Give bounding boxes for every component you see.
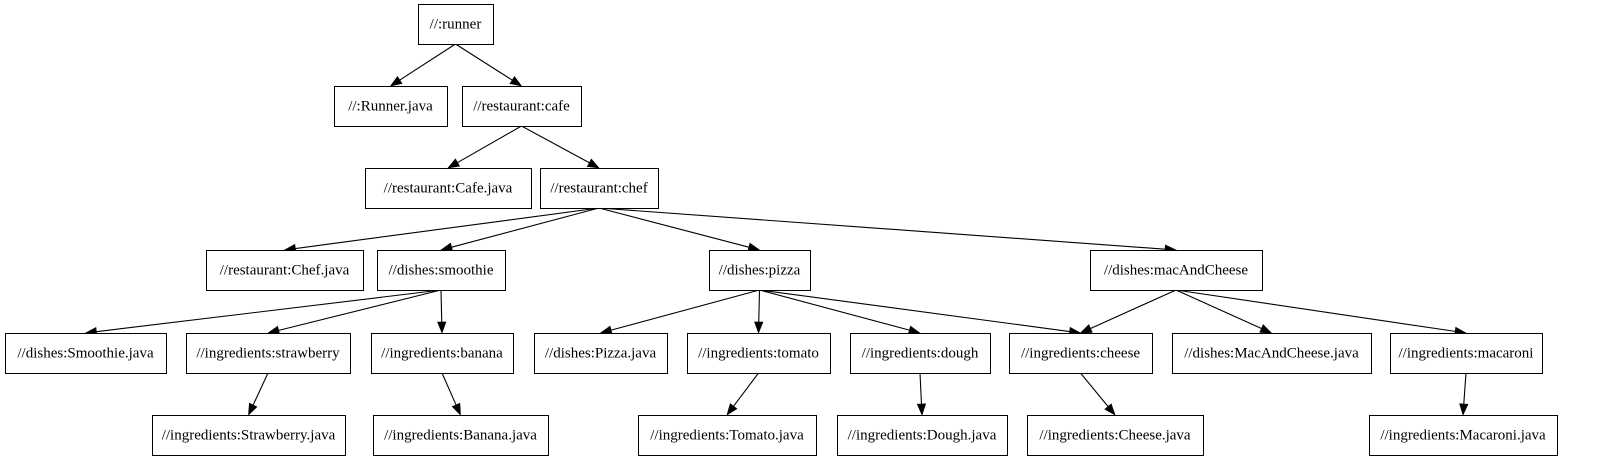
graph-node-ing_banana[interactable]: //ingredients:banana xyxy=(371,333,514,374)
graph-edge xyxy=(1175,289,1467,336)
graph-edge xyxy=(447,125,522,169)
graph-node-pizza_java[interactable]: //dishes:Pizza.java xyxy=(534,333,668,374)
graph-node-dishes_mac[interactable]: //dishes:macAndCheese xyxy=(1090,250,1263,291)
node-box[interactable] xyxy=(334,86,448,127)
graph-edge xyxy=(759,289,1082,337)
node-box[interactable] xyxy=(1027,415,1204,456)
graph-node-chef_java[interactable]: //restaurant:Chef.java xyxy=(206,250,364,291)
graph-edge xyxy=(389,43,456,87)
graph-node-runner[interactable]: //:runner xyxy=(418,4,494,45)
graph-edge xyxy=(754,289,764,334)
node-box[interactable] xyxy=(152,415,346,456)
node-box[interactable] xyxy=(1009,333,1153,374)
node-label: //ingredients:tomato xyxy=(698,345,819,361)
node-box[interactable] xyxy=(462,86,582,127)
node-box[interactable] xyxy=(5,333,167,374)
graph-edge xyxy=(1175,289,1273,334)
node-box[interactable] xyxy=(418,4,494,45)
node-label: //ingredients:strawberry xyxy=(196,345,340,361)
graph-node-runner_java[interactable]: //:Runner.java xyxy=(334,86,448,127)
graph-node-restaurant_chef[interactable]: //restaurant:chef xyxy=(540,168,659,209)
node-box[interactable] xyxy=(1390,333,1543,374)
node-label: //ingredients:Macaroni.java xyxy=(1380,427,1546,443)
graph-node-cheese_java[interactable]: //ingredients:Cheese.java xyxy=(1027,415,1204,456)
node-box[interactable] xyxy=(534,333,668,374)
graph-node-ing_tomato[interactable]: //ingredients:tomato xyxy=(687,333,831,374)
edges-layer xyxy=(84,43,1469,416)
graph-edge xyxy=(916,372,927,416)
node-label: //ingredients:Strawberry.java xyxy=(162,427,336,443)
node-box[interactable] xyxy=(373,415,549,456)
node-box[interactable] xyxy=(687,333,831,374)
graph-node-macaroni_java[interactable]: //ingredients:Macaroni.java xyxy=(1369,415,1558,456)
node-box[interactable] xyxy=(365,168,532,209)
node-box[interactable] xyxy=(850,333,991,374)
node-label: //ingredients:cheese xyxy=(1021,345,1140,361)
graph-node-smoothie_java[interactable]: //dishes:Smoothie.java xyxy=(5,333,167,374)
node-label: //:Runner.java xyxy=(348,98,433,114)
graph-edge xyxy=(248,372,269,416)
graph-node-dishes_smoothie[interactable]: //dishes:smoothie xyxy=(377,250,506,291)
graph-node-mac_java[interactable]: //dishes:MacAndCheese.java xyxy=(1172,333,1372,374)
graph-edge xyxy=(521,125,600,169)
graph-node-cafe_java[interactable]: //restaurant:Cafe.java xyxy=(365,168,532,209)
node-label: //ingredients:Dough.java xyxy=(848,427,997,443)
node-label: //dishes:macAndCheese xyxy=(1104,262,1248,278)
node-box[interactable] xyxy=(1369,415,1558,456)
node-box[interactable] xyxy=(1172,333,1372,374)
graph-edge xyxy=(726,372,759,416)
graph-edge xyxy=(599,289,760,335)
node-label: //restaurant:chef xyxy=(550,180,647,196)
node-label: //dishes:smoothie xyxy=(389,262,494,278)
node-box[interactable] xyxy=(540,168,659,209)
node-box[interactable] xyxy=(206,250,364,291)
node-label: //restaurant:Cafe.java xyxy=(384,180,513,196)
graph-edge xyxy=(1080,372,1116,416)
graph-node-ing_macaroni[interactable]: //ingredients:macaroni xyxy=(1390,333,1543,374)
node-label: //restaurant:cafe xyxy=(473,98,570,114)
graph-node-dishes_pizza[interactable]: //dishes:pizza xyxy=(709,250,811,291)
node-box[interactable] xyxy=(709,250,811,291)
node-box[interactable] xyxy=(638,415,817,456)
graph-node-ing_dough[interactable]: //ingredients:dough xyxy=(850,333,991,374)
node-label: //ingredients:Tomato.java xyxy=(650,427,804,443)
node-label: //ingredients:Cheese.java xyxy=(1039,427,1191,443)
graph-edge xyxy=(283,207,600,254)
graph-edge xyxy=(1079,289,1177,334)
node-label: //ingredients:banana xyxy=(381,345,503,361)
node-box[interactable] xyxy=(837,415,1008,456)
node-label: //dishes:pizza xyxy=(719,262,801,278)
graph-node-ing_strawberry[interactable]: //ingredients:strawberry xyxy=(186,333,351,374)
node-box[interactable] xyxy=(186,333,351,374)
graph-edge xyxy=(759,289,921,335)
graph-node-ing_cheese[interactable]: //ingredients:cheese xyxy=(1009,333,1153,374)
nodes-layer: //:runner //:Runner.java //restaurant:cafe… xyxy=(5,4,1558,456)
graph-edge xyxy=(437,289,447,334)
node-box[interactable] xyxy=(371,333,514,374)
node-label: //ingredients:Banana.java xyxy=(384,427,537,443)
graph-node-dough_java[interactable]: //ingredients:Dough.java xyxy=(837,415,1008,456)
graph-edge xyxy=(441,372,461,416)
graph-node-restaurant_cafe[interactable]: //restaurant:cafe xyxy=(462,86,582,127)
node-label: //ingredients:macaroni xyxy=(1399,345,1534,361)
graph-edge xyxy=(598,207,761,252)
graph-edge xyxy=(84,289,442,337)
graph-edge xyxy=(267,289,442,335)
graph-edge xyxy=(455,43,523,87)
graph-edge xyxy=(1459,372,1469,416)
node-label: //dishes:Smoothie.java xyxy=(17,345,154,361)
node-label: //:runner xyxy=(430,16,482,32)
node-label: //dishes:MacAndCheese.java xyxy=(1184,345,1359,361)
graph-node-strawberry_java[interactable]: //ingredients:Strawberry.java xyxy=(152,415,346,456)
node-box[interactable] xyxy=(377,250,506,291)
graph-edge xyxy=(440,207,600,252)
node-label: //restaurant:Chef.java xyxy=(220,262,350,278)
node-label: //ingredients:dough xyxy=(862,345,979,361)
graph-node-banana_java[interactable]: //ingredients:Banana.java xyxy=(373,415,549,456)
node-box[interactable] xyxy=(1090,250,1263,291)
node-label: //dishes:Pizza.java xyxy=(545,345,657,361)
graph-node-tomato_java[interactable]: //ingredients:Tomato.java xyxy=(638,415,817,456)
